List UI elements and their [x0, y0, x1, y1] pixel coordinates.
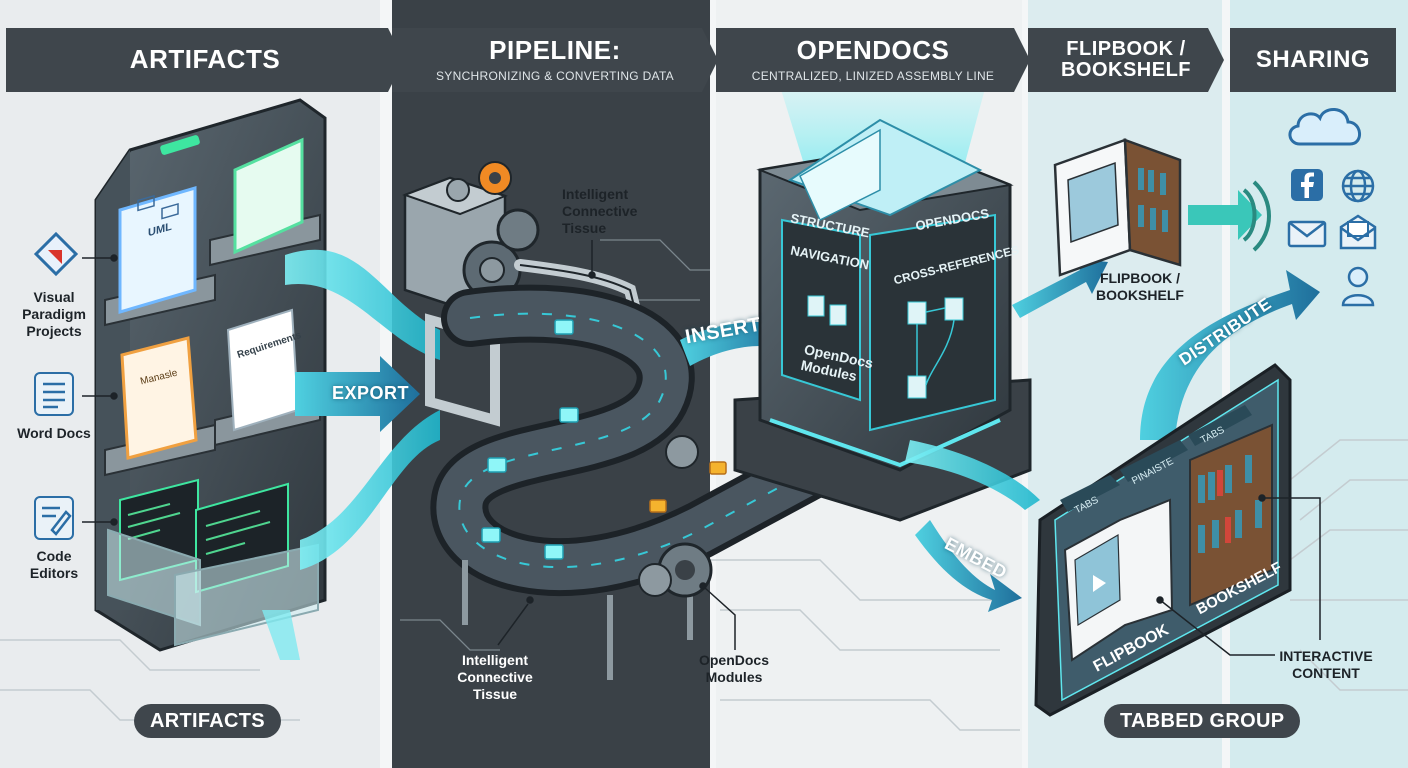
sharing-title: SHARING [1255, 46, 1371, 74]
pipeline-header: PIPELINE: SYNCHRONIZING & CONVERTING DAT… [392, 28, 718, 92]
word-document-icon [34, 372, 74, 416]
distribute-arrow [1140, 270, 1320, 440]
opendocs-title: OPENDOCS [796, 35, 950, 66]
tablet-device [1034, 363, 1292, 717]
mail-icon[interactable] [1287, 220, 1327, 253]
facebook-icon[interactable] [1290, 168, 1324, 207]
pipeline-subtitle: SYNCHRONIZING & CONVERTING DATA [436, 68, 674, 83]
flipbook-book-illustration [1053, 138, 1271, 277]
export-label: EXPORT [332, 383, 410, 403]
opendocs-tower [733, 70, 1032, 522]
code-editor-icon [34, 496, 74, 540]
artifacts-title: ARTIFACTS [129, 44, 281, 75]
pipeline-label-tissue-top: Intelligent Connective Tissue [562, 186, 638, 236]
newsletter-icon[interactable] [1338, 213, 1378, 256]
opendocs-header: OPENDOCS CENTRALIZED, LINIZED ASSEMBLY L… [716, 28, 1030, 92]
pipeline-title: PIPELINE: [489, 35, 621, 66]
pipeline-label-modules: OpenDocs Modules [698, 652, 769, 685]
interactive-content-label: INTERACTIVE CONTENT [1279, 648, 1373, 681]
artifact-server-rack [94, 98, 327, 660]
artifact-leader-lines [82, 254, 118, 526]
pipeline-leader-lines [497, 240, 736, 650]
visual-paradigm-icon [32, 230, 80, 283]
publish-arrow [1012, 258, 1108, 318]
artifacts-header: ARTIFACTS [6, 28, 404, 92]
circuit-traces [0, 439, 1408, 731]
tabbed-group-label: TABBED GROUP [1104, 704, 1301, 738]
cloud-icon[interactable] [1284, 100, 1368, 155]
sharing-header: SHARING [1230, 28, 1396, 92]
flipbook-title: FLIPBOOK / BOOKSHELF [1060, 38, 1192, 81]
source-label-code-editors: Code Editors [29, 548, 79, 581]
artifact-flow-ribbons [285, 249, 440, 570]
flipbook-header: FLIPBOOK / BOOKSHELF [1028, 28, 1224, 92]
source-label-word-docs: Word Docs [17, 425, 91, 441]
interactive-callout-line [1156, 494, 1321, 656]
source-label-visual-paradigm: Visual Paradigm Projects [22, 289, 86, 339]
pipeline-label-tissue-bottom: Intelligent Connective Tissue [457, 652, 533, 702]
opendocs-subtitle: CENTRALIZED, LINIZED ASSEMBLY LINE [751, 68, 995, 83]
flipbook-caption: FLIPBOOK / BOOKSHELF [1096, 270, 1184, 303]
user-icon[interactable] [1340, 265, 1376, 312]
embed-flow [905, 440, 1040, 612]
artifacts-footer-label: ARTIFACTS [134, 704, 281, 738]
globe-icon[interactable] [1340, 168, 1376, 209]
